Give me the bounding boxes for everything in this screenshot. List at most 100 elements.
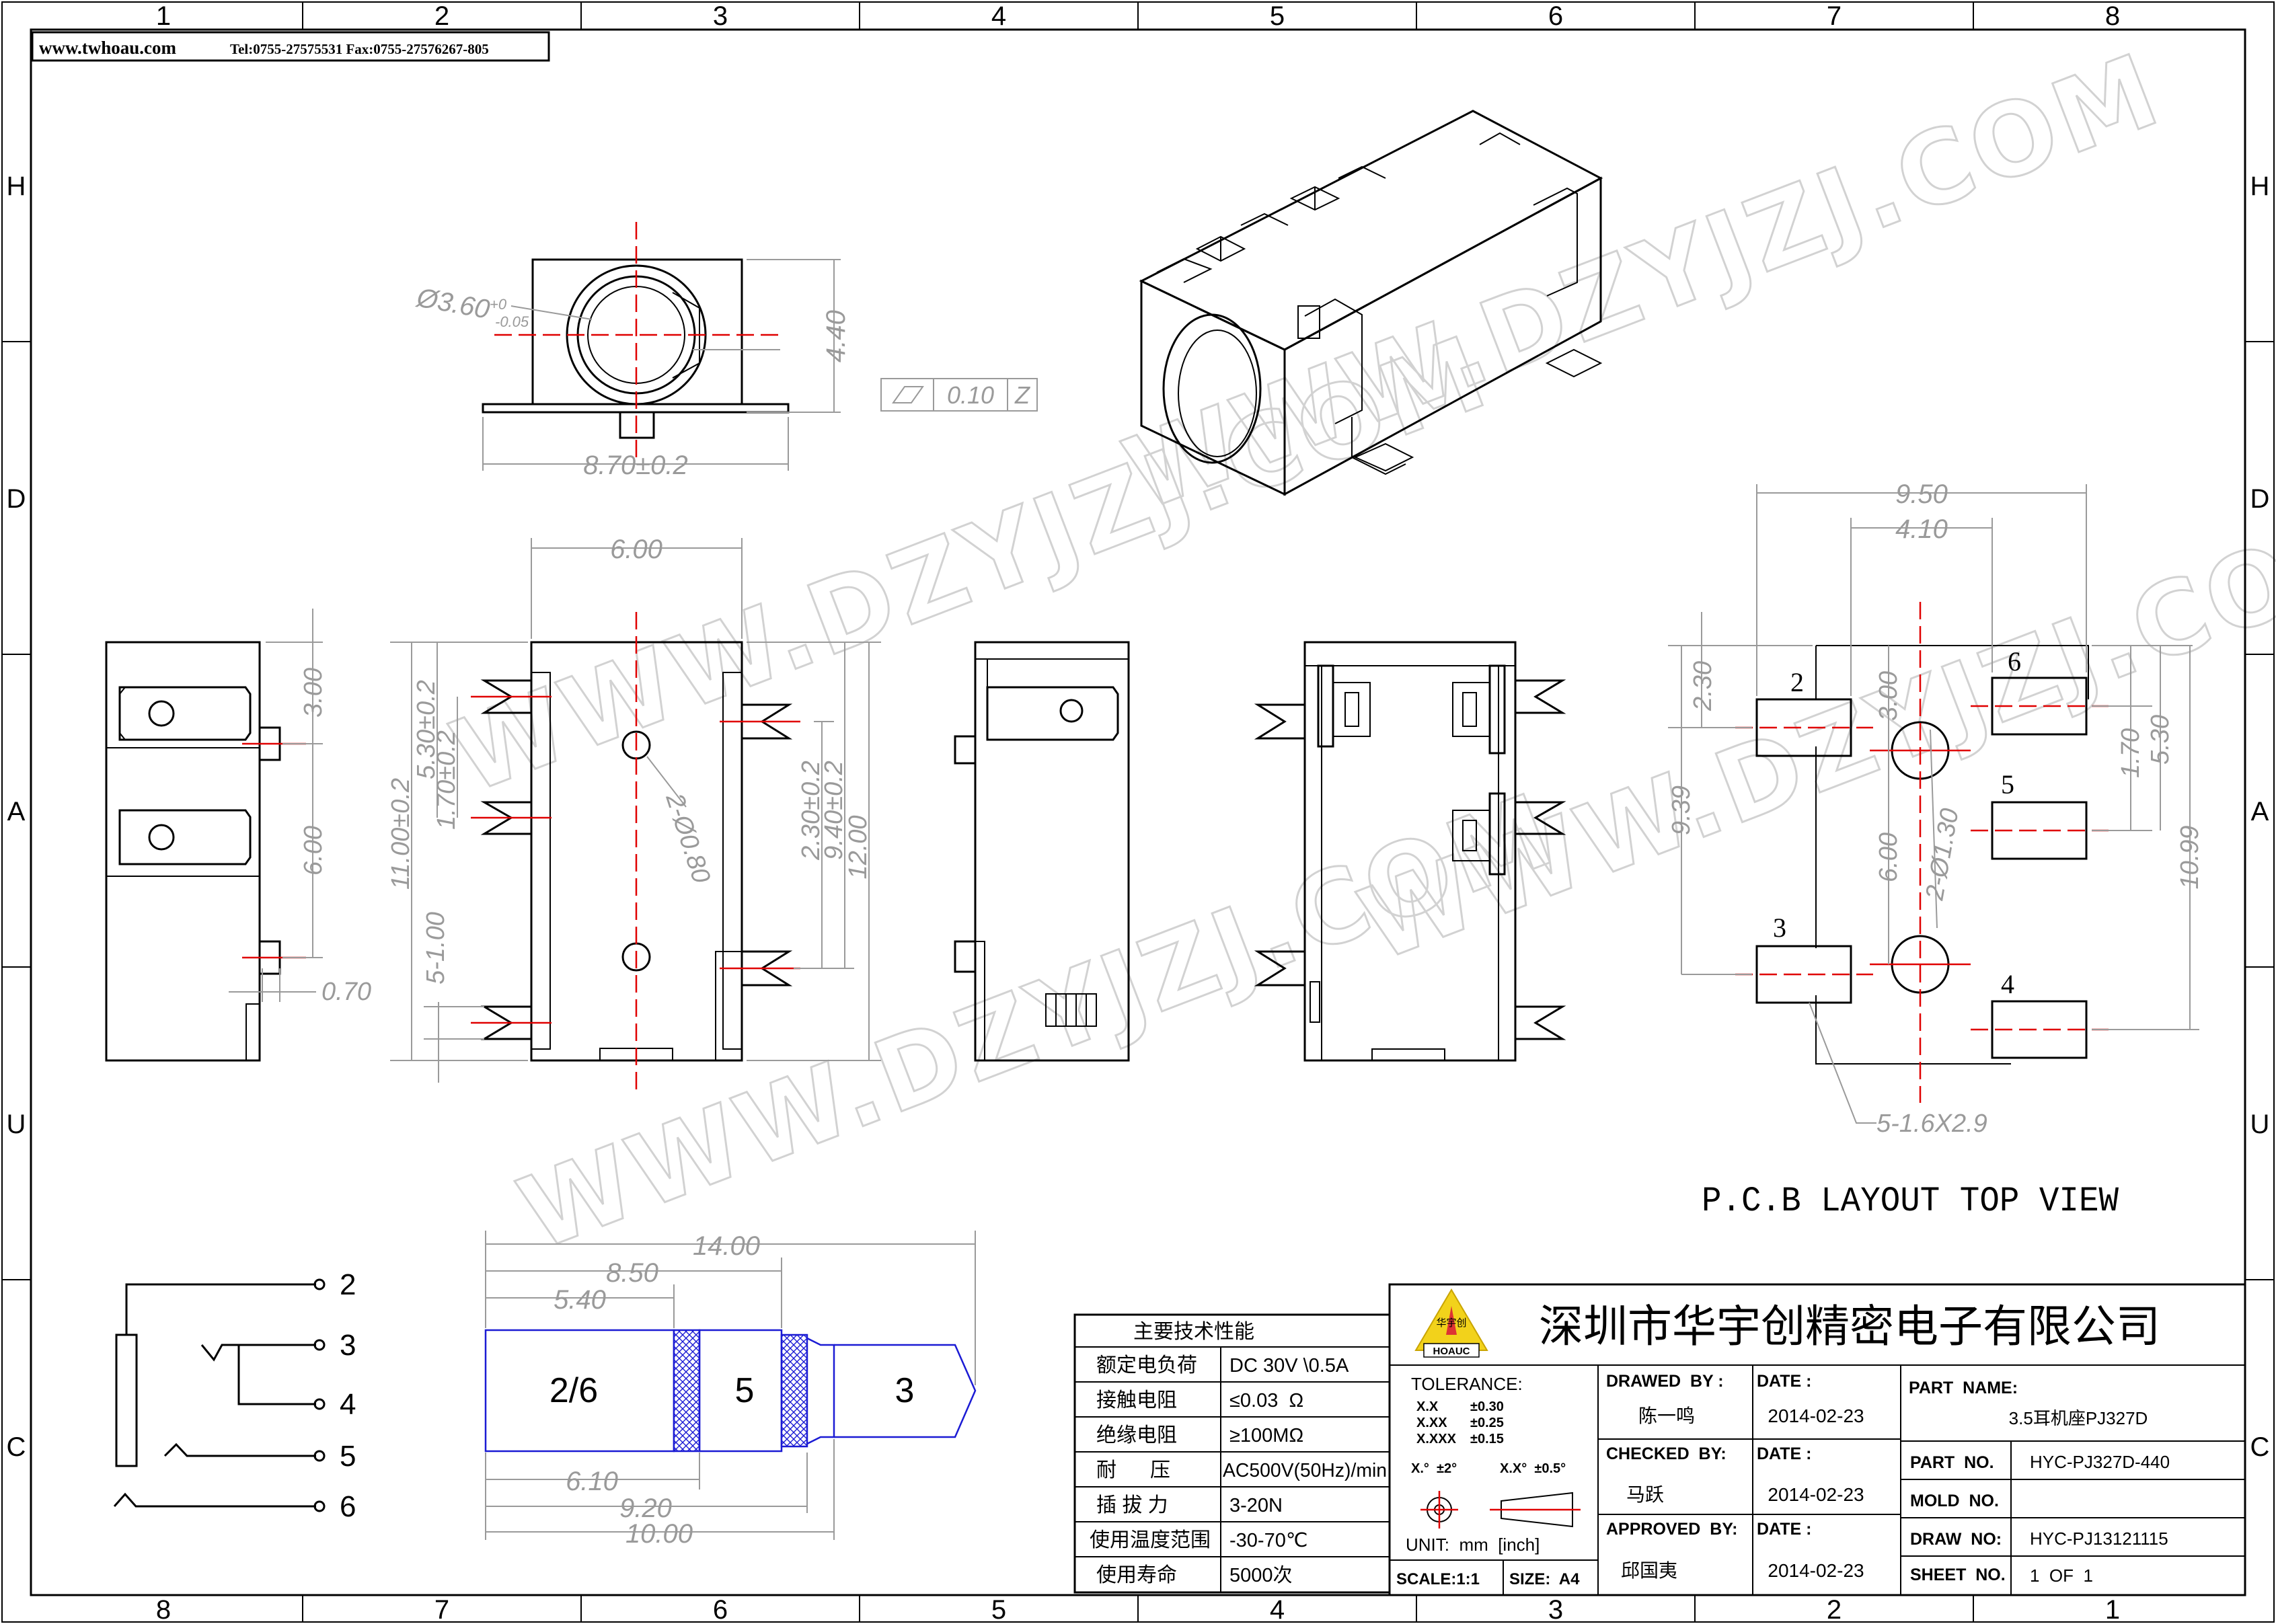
col-bottom-4: 5 (991, 1595, 1006, 1624)
col-top-4: 4 (991, 1, 1006, 31)
side-view-left: 3.00 6.00 0.70 (105, 609, 371, 1062)
spec-value-2: ≤0.03 Ω (1229, 1390, 1303, 1412)
tol-key-3: X.XXX (1416, 1432, 1457, 1446)
pcb-l-300: 3.00 (1874, 671, 1903, 721)
spec-label-1: 额定电负荷 (1096, 1354, 1197, 1377)
pcb-r-530: 5.30 (2146, 715, 2174, 765)
col-bottom-5: 4 (1270, 1595, 1285, 1624)
date-value-1: 2014-02-23 (1768, 1405, 1864, 1426)
front-dia-tol-upper: +0 (490, 296, 507, 313)
drawn-by-label: DRAWED BY : (1606, 1372, 1724, 1391)
col-bottom-1: 8 (156, 1595, 171, 1624)
row-left-2: D (7, 484, 26, 514)
date-value-3: 2014-02-23 (1768, 1560, 1864, 1581)
bottom-view (1254, 641, 1566, 1062)
top-l2-dim: 5.30±0.2 (412, 680, 441, 779)
pcb-pin-2: 2 (1790, 667, 1804, 697)
row-right-5: C (2250, 1432, 2270, 1462)
top-l1-dim: 11.00±0.2 (387, 778, 415, 890)
contact-text: Tel:0755-27575531 Fax:0755-27576267-805 (230, 41, 489, 57)
plug-seg-2: 5 (735, 1371, 755, 1410)
col-bottom-3: 6 (713, 1595, 728, 1624)
spec-value-1: DC 30V \0.5A (1229, 1355, 1349, 1377)
tol-key-1: X.X (1416, 1399, 1439, 1414)
logo-cn-text: 华宇创 (1436, 1317, 1466, 1329)
plug-seg-1: 2/6 (549, 1371, 598, 1410)
pad-2 (1755, 698, 1852, 757)
col-top-1: 1 (156, 1, 171, 31)
spec-table: 主要技术性能 额定电负荷 接触电阻 绝缘电阻 耐 压 插 拔 力 使用温度范围 … (1073, 1313, 1391, 1594)
plug-dim-1400: 14.00 (693, 1231, 760, 1261)
date-label-3: DATE : (1757, 1520, 1811, 1539)
plug-dim-850: 8.50 (606, 1258, 658, 1288)
schematic-pin-4: 4 (340, 1388, 356, 1421)
part-name-value: 3.5耳机座PJ327D (2009, 1408, 2148, 1428)
tol-val-1: ±0.30 (1470, 1399, 1504, 1414)
spec-label-4: 耐 压 (1096, 1459, 1170, 1481)
top-r3-dim: 12.00 (844, 815, 872, 879)
row-left-1: H (7, 171, 26, 201)
plug-dim-1000: 10.00 (625, 1519, 693, 1549)
top-r1-dim: 2.30±0.2 (797, 761, 825, 861)
pcb-title: P.C.B LAYOUT TOP VIEW (1702, 1182, 2119, 1221)
pcb-w-inner: 4.10 (1895, 514, 1948, 544)
col-bottom-8: 1 (2105, 1595, 2120, 1624)
top-r2-dim: 9.40±0.2 (820, 761, 848, 860)
side-left-d3: 0.70 (321, 978, 371, 1006)
row-left-4: U (7, 1110, 26, 1139)
spec-value-5: 3-20N (1229, 1495, 1283, 1516)
watermark-4: WWW.DZYJZJ.COM (505, 771, 1571, 1274)
top-l3-dim: 1.70±0.2 (432, 730, 461, 830)
pcb-pin-5: 5 (2001, 769, 2014, 800)
isometric-view (1139, 110, 1603, 496)
part-no-value: HYC-PJ327D-440 (2030, 1452, 2170, 1472)
spec-title: 主要技术性能 (1133, 1321, 1254, 1343)
approved-by-name: 邱国夷 (1621, 1560, 1677, 1581)
drawn-by-name: 陈一鸣 (1638, 1405, 1695, 1426)
plug-dim-920: 9.20 (619, 1494, 672, 1523)
pad-3 (1755, 945, 1852, 1004)
angle-tol-1: X.° ±2° (1411, 1461, 1457, 1476)
pad-4 (1991, 1000, 2088, 1059)
pcb-pad-size: 5-1.6X2.9 (1876, 1110, 1987, 1138)
col-bottom-2: 7 (434, 1595, 449, 1624)
spec-label-6: 使用温度范围 (1090, 1529, 1211, 1551)
title-block: 华宇创 HOAUC 深圳市华宇创精密电子有限公司 TOLERANCE: X.X … (1388, 1283, 2246, 1596)
plug-diagram: 2/6 5 3 14.00 8.50 5.40 6.10 9.20 10.00 (484, 1231, 977, 1549)
website-text: www.twhoau.com (39, 38, 177, 58)
schematic-pin-6: 6 (340, 1490, 356, 1523)
pcb-hole-dim: 2-Ø1.30 (1920, 806, 1964, 903)
draw-no-label: DRAW NO: (1910, 1530, 2002, 1549)
flatness-value: 0.10 (947, 381, 994, 409)
company-name: 深圳市华宇创精密电子有限公司 (1539, 1303, 2160, 1352)
front-width-dim: 8.70±0.2 (583, 451, 687, 480)
pcb-r-1099: 10.99 (2176, 825, 2204, 889)
pcb-layout: 2 6 5 3 4 9.50 4.10 2.30 9.39 3.00 6.00 … (1667, 479, 2204, 1221)
row-left-3: A (7, 797, 26, 826)
tolerance-label: TOLERANCE: (1411, 1374, 1523, 1394)
unit-text: UNIT: mm [inch] (1406, 1535, 1540, 1555)
pcb-w-total: 9.50 (1895, 479, 1948, 509)
schematic-pin-5: 5 (340, 1440, 356, 1473)
angle-tol-2: X.X° ±0.5° (1500, 1461, 1566, 1476)
pcb-l-230: 2.30 (1689, 661, 1717, 711)
spec-value-6: -30-70℃ (1229, 1530, 1307, 1551)
checked-by-name: 马跃 (1626, 1484, 1664, 1505)
pcb-l-939: 9.39 (1667, 785, 1696, 835)
front-dia-tol-lower: -0.05 (495, 313, 529, 330)
tol-key-2: X.XX (1416, 1416, 1447, 1430)
col-top-2: 2 (434, 1, 449, 31)
header-contact: www.twhoau.com Tel:0755-27575531 Fax:075… (31, 31, 550, 62)
col-bottom-7: 2 (1827, 1595, 1842, 1624)
pcb-pin-3: 3 (1773, 913, 1786, 943)
row-right-4: U (2250, 1110, 2270, 1139)
pcb-pin-4: 4 (2001, 969, 2014, 999)
sheet-no-label: SHEET NO. (1910, 1565, 2006, 1584)
front-height-dim: 4.40 (821, 310, 851, 362)
size-text: SIZE: A4 (1509, 1570, 1580, 1588)
spec-value-4: AC500V(50Hz)/min (1223, 1460, 1387, 1481)
side-view-right (954, 641, 1130, 1062)
pad-6 (1991, 676, 2088, 736)
draw-no-value: HYC-PJ13121115 (2030, 1529, 2168, 1549)
